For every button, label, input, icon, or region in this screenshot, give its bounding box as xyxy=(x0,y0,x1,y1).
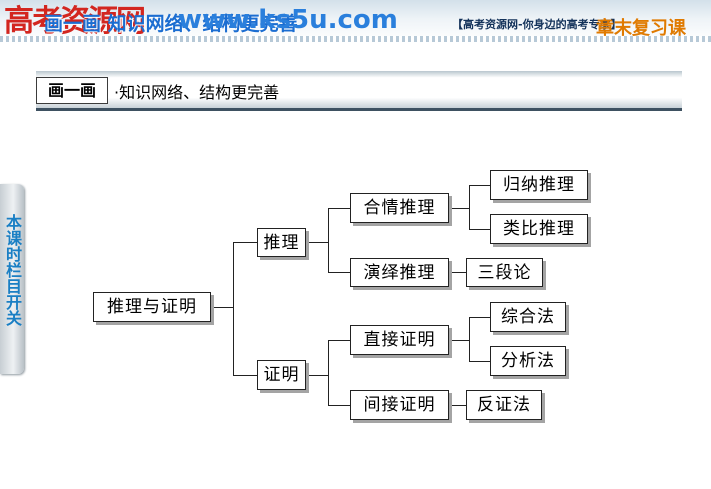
node-root: 推理与证明 xyxy=(93,292,211,322)
connector xyxy=(306,242,328,243)
top-banner: 高考资源网 画一画 知识网络、结构更完善 www.ks5u.com 【高考资源网… xyxy=(0,0,711,42)
connector xyxy=(449,340,469,341)
connector xyxy=(449,208,469,209)
connector xyxy=(469,229,490,230)
banner-stripe xyxy=(0,36,711,42)
heading-text: ·知识网络、结构更完善 xyxy=(114,83,280,102)
connector xyxy=(306,375,328,376)
banner-url[interactable]: www.ks5u.com xyxy=(178,5,398,35)
connector xyxy=(328,340,329,406)
banner-course-title: 章末复习课 xyxy=(596,18,686,39)
node-contradiction-method: 反证法 xyxy=(466,390,542,420)
connector xyxy=(328,208,329,273)
connector xyxy=(469,185,470,229)
node-indirect-proof: 间接证明 xyxy=(350,390,449,420)
connector xyxy=(328,208,350,209)
banner-logo: 高考资源网 xyxy=(4,4,146,39)
connector xyxy=(211,307,233,308)
heading-tag: 画一画 xyxy=(36,77,108,104)
node-plausible-reasoning: 合情推理 xyxy=(350,193,449,223)
node-inductive-reasoning: 归纳推理 xyxy=(490,170,588,200)
section-heading-bar: 画一画 ·知识网络、结构更完善 xyxy=(36,71,682,111)
connector xyxy=(469,361,490,362)
node-syllogism: 三段论 xyxy=(466,258,543,287)
banner-section-title: 画一画 知识网络、结构更完善 xyxy=(44,13,298,35)
connector xyxy=(469,317,490,318)
node-deductive-reasoning: 演绎推理 xyxy=(350,258,449,287)
connector xyxy=(328,405,350,406)
connector xyxy=(233,242,234,375)
connector xyxy=(328,272,350,273)
side-tab-label: 本课时栏目开关 xyxy=(3,214,22,326)
node-synthetic-method: 综合法 xyxy=(490,302,566,332)
connector xyxy=(233,375,257,376)
node-direct-proof: 直接证明 xyxy=(350,325,449,355)
banner-slogan: 【高考资源网-你身边的高考专家】 xyxy=(452,18,622,31)
node-analogical-reasoning: 类比推理 xyxy=(490,214,588,244)
connector xyxy=(469,317,470,361)
connector xyxy=(328,340,350,341)
connector xyxy=(469,185,490,186)
connector xyxy=(449,405,466,406)
lesson-section-toggle[interactable]: 本课时栏目开关 xyxy=(0,184,24,374)
node-analytic-method: 分析法 xyxy=(490,346,566,376)
node-proof: 证明 xyxy=(257,360,306,390)
connector xyxy=(449,272,466,273)
node-reasoning: 推理 xyxy=(257,228,306,257)
connector xyxy=(233,242,257,243)
